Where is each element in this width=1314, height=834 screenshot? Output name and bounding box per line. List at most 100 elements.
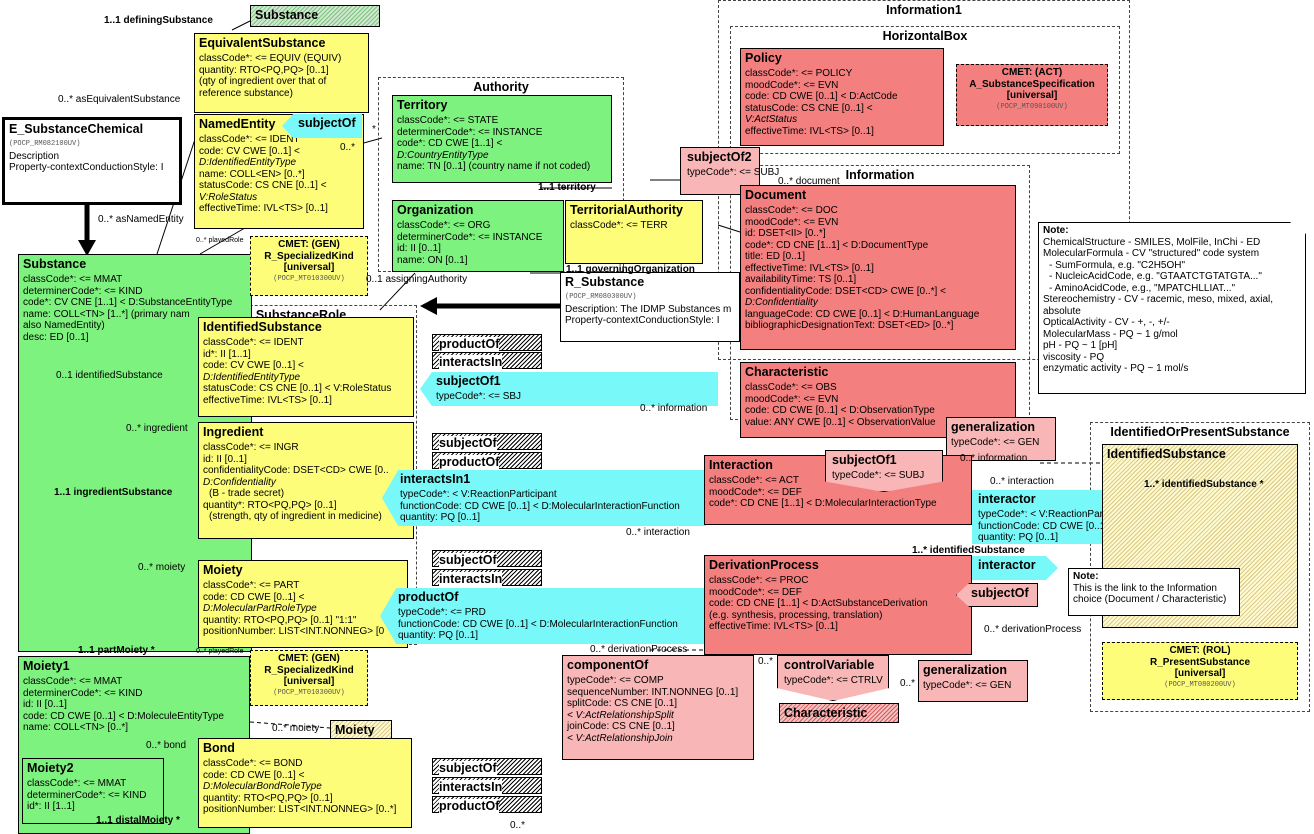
attr: V:RoleStatus bbox=[199, 191, 258, 203]
attr: (strength, qty of ingredient in medicine… bbox=[209, 511, 382, 522]
subjectof-title: subjectOf bbox=[439, 436, 497, 451]
interactsin-bond[interactable]: interactsIn bbox=[432, 777, 542, 795]
e-substance-chemical-code: (POCP_RM082100UV) bbox=[9, 140, 81, 148]
generalization-title: generalization bbox=[951, 420, 1036, 434]
identified-substance-right-title: IdentifiedSubstance bbox=[1107, 447, 1226, 461]
characteristic-title: Characteristic bbox=[745, 365, 829, 379]
label-assigning-authority: 0..1 assigningAuthority bbox=[366, 274, 468, 285]
attr: statusCode: CS CNE [0..1] < V:RoleStatus bbox=[203, 383, 392, 394]
subjectof2-association[interactable]: subjectOf2 typeCode*: <= SUBJ bbox=[680, 147, 779, 195]
r-substance-entry[interactable]: R_Substance (POCP_RM080300UV) Descriptio… bbox=[560, 272, 740, 342]
derivation-process-class[interactable]: DerivationProcess classCode*: <= PROC mo… bbox=[704, 555, 972, 655]
equivalent-substance-class[interactable]: EquivalentSubstance classCode*: <= EQUIV… bbox=[194, 33, 369, 113]
interaction-title: Interaction bbox=[709, 458, 773, 472]
interactor-title: interactor bbox=[978, 492, 1036, 506]
moiety-class[interactable]: Moiety classCode*: <= PART code: CD CWE … bbox=[198, 560, 408, 648]
cmet-specialized-kind-2[interactable]: CMET: (GEN) R_SpecializedKind [universal… bbox=[250, 650, 368, 706]
subjectof-derivation[interactable]: subjectOf bbox=[956, 583, 1038, 607]
subjectof-ingredient[interactable]: subjectOf bbox=[432, 433, 542, 451]
attr: availabilityTime: TS [0..1] bbox=[745, 274, 857, 285]
interactsin-identified[interactable]: interactsIn bbox=[432, 352, 542, 370]
label-moiety-2: 0..* moiety bbox=[272, 723, 320, 734]
subjectof-bond[interactable]: subjectOf bbox=[432, 758, 542, 776]
characteristic-small[interactable]: Characteristic bbox=[779, 703, 899, 723]
cmet-present-substance[interactable]: CMET: (ROL) R_PresentSubstance [universa… bbox=[1102, 642, 1298, 700]
territory-title: Territory bbox=[397, 98, 448, 112]
note-line: choice (Document / Characteristic) bbox=[1073, 594, 1227, 605]
organization-title: Organization bbox=[397, 203, 474, 217]
attr: determinerCode*: <= INSTANCE bbox=[397, 231, 543, 243]
cmet-specialized-kind-1[interactable]: CMET: (GEN) R_SpecializedKind [universal… bbox=[250, 236, 368, 296]
document-class[interactable]: Document classCode*: <= DOC moodCode*: <… bbox=[740, 185, 1016, 350]
attr: code: CD CWE [0..1] < bbox=[203, 591, 305, 603]
bond-class[interactable]: Bond classCode*: <= BOND code: CD CWE [0… bbox=[198, 738, 412, 828]
cmet-line: [universal] bbox=[1006, 90, 1058, 101]
productof-bond[interactable]: productOf bbox=[432, 796, 542, 814]
label-identified-substance: 0..1 identifiedSubstance bbox=[56, 370, 163, 381]
label-defining-substance: 1..1 definingSubstance bbox=[104, 15, 213, 26]
subjectof1-interaction[interactable]: subjectOf1 typeCode*: <= SUBJ bbox=[825, 450, 943, 492]
attr: classCode*: <= IDENT bbox=[199, 134, 300, 145]
note-line: MolecularFormula - CV "structured" code … bbox=[1043, 248, 1260, 259]
interactsin1-association[interactable]: interactsIn1 typeCode*: < V:ReactionPart… bbox=[382, 470, 706, 526]
attr: value: ANY CWE [0..1] < ObservationValue bbox=[745, 416, 936, 428]
attr: positionNumber: LIST<INT.NONNEG> [0 bbox=[203, 626, 385, 637]
attr: D:MolecularBondRoleType bbox=[203, 781, 322, 792]
organization-class[interactable]: Organization classCode*: <= ORG determin… bbox=[392, 200, 564, 272]
moiety2-class[interactable]: Moiety2 classCode*: <= MMAT determinerCo… bbox=[22, 758, 164, 824]
moiety2-title: Moiety2 bbox=[27, 761, 74, 775]
label-zero-star-2: 0..* bbox=[758, 656, 774, 667]
attr: Description: The IDMP Substances m bbox=[565, 303, 732, 315]
generalization-derivation[interactable]: generalization typeCode*: <= GEN bbox=[918, 660, 1028, 702]
identified-substance-class[interactable]: IdentifiedSubstance classCode*: <= IDENT… bbox=[198, 317, 414, 417]
attr: desc: ED [0..1] bbox=[23, 331, 89, 343]
cmet-line: [universal] bbox=[283, 262, 335, 273]
productof-ingredient[interactable]: productOf bbox=[432, 452, 542, 470]
componentof-association[interactable]: componentOf typeCode*: <= COMP sequenceN… bbox=[562, 655, 754, 760]
attr: id: II [0..1] bbox=[23, 699, 67, 710]
attr: effectiveTime: IVL<TS> [0..1] bbox=[203, 394, 332, 406]
interactsin-moiety[interactable]: interactsIn bbox=[432, 569, 542, 587]
substance-tag[interactable]: Substance bbox=[250, 5, 380, 27]
e-substance-chemical-entry[interactable]: E_SubstanceChemical (POCP_RM082100UV) De… bbox=[2, 117, 182, 205]
territorial-authority-class[interactable]: TerritorialAuthority classCode*: <= TERR bbox=[565, 200, 703, 264]
label-as-equivalent: 0..* asEquivalentSubstance bbox=[58, 94, 181, 105]
interactsin-title: interactsIn bbox=[439, 572, 503, 587]
cmet-line: A_SubstanceSpecification bbox=[969, 78, 1095, 90]
cmet-line: CMET: (GEN) bbox=[278, 239, 340, 250]
note-line: absolute bbox=[1043, 305, 1081, 317]
attr: classCode*: <= ACT bbox=[709, 475, 800, 486]
identified-or-present-title: IdentifiedOrPresentSubstance bbox=[1110, 425, 1290, 439]
label-territory: 1..1 territory bbox=[538, 182, 596, 193]
moiety-tag[interactable]: Moiety bbox=[330, 720, 392, 740]
territory-class[interactable]: Territory classCode*: <= STATE determine… bbox=[392, 95, 612, 183]
cmet-substance-specification[interactable]: CMET: (ACT) A_SubstanceSpecification [un… bbox=[956, 64, 1108, 126]
attr: < V:ActRelationshipJoin bbox=[567, 732, 673, 744]
subjectof-moiety[interactable]: subjectOf bbox=[432, 550, 542, 568]
named-entity-title: NamedEntity bbox=[199, 117, 276, 131]
label-ingredient-substance: 1..1 ingredientSubstance bbox=[54, 487, 173, 498]
subjectof1-identified[interactable]: subjectOf1 typeCode*: <= SBJ bbox=[420, 372, 718, 406]
attr: Description bbox=[9, 150, 60, 162]
attr: (e.g. synthesis, processing, translation… bbox=[709, 609, 883, 621]
horizontal-box-title: HorizontalBox bbox=[882, 29, 968, 43]
identified-substance-title: IdentifiedSubstance bbox=[203, 320, 322, 334]
productof-moiety-association[interactable]: productOf typeCode*: <= PRD functionCode… bbox=[380, 588, 706, 644]
generalization-info-association[interactable]: generalization typeCode*: <= GEN bbox=[946, 417, 1056, 461]
interactor-derivation[interactable]: interactor bbox=[972, 556, 1058, 580]
bond-title: Bond bbox=[203, 741, 235, 755]
subjectof-named-entity[interactable]: subjectOf bbox=[282, 114, 362, 138]
label-zero-star-3: 0..* bbox=[900, 678, 916, 689]
attr: classCode*: <= MMAT bbox=[23, 274, 123, 285]
substance-title: Substance bbox=[23, 257, 87, 271]
productof-identified[interactable]: productOf bbox=[432, 334, 542, 352]
label-as-named-entity: 0..* asNamedEntity bbox=[98, 214, 184, 225]
attr: splitCode: CS CNE [0..1] bbox=[567, 698, 678, 709]
note-title: Note: bbox=[1073, 571, 1099, 582]
attr: typeCode*: <= SBJ bbox=[436, 391, 522, 402]
attr: classCode*: <= PROC bbox=[709, 575, 809, 586]
attr: typeCode*: <= SUBJ bbox=[832, 470, 925, 481]
ingredient-class[interactable]: Ingredient classCode*: <= INGR id: II [0… bbox=[198, 422, 414, 539]
interactsin-title: interactsIn bbox=[439, 780, 503, 795]
policy-class[interactable]: Policy classCode*: <= POLICY moodCode*: … bbox=[740, 48, 944, 146]
